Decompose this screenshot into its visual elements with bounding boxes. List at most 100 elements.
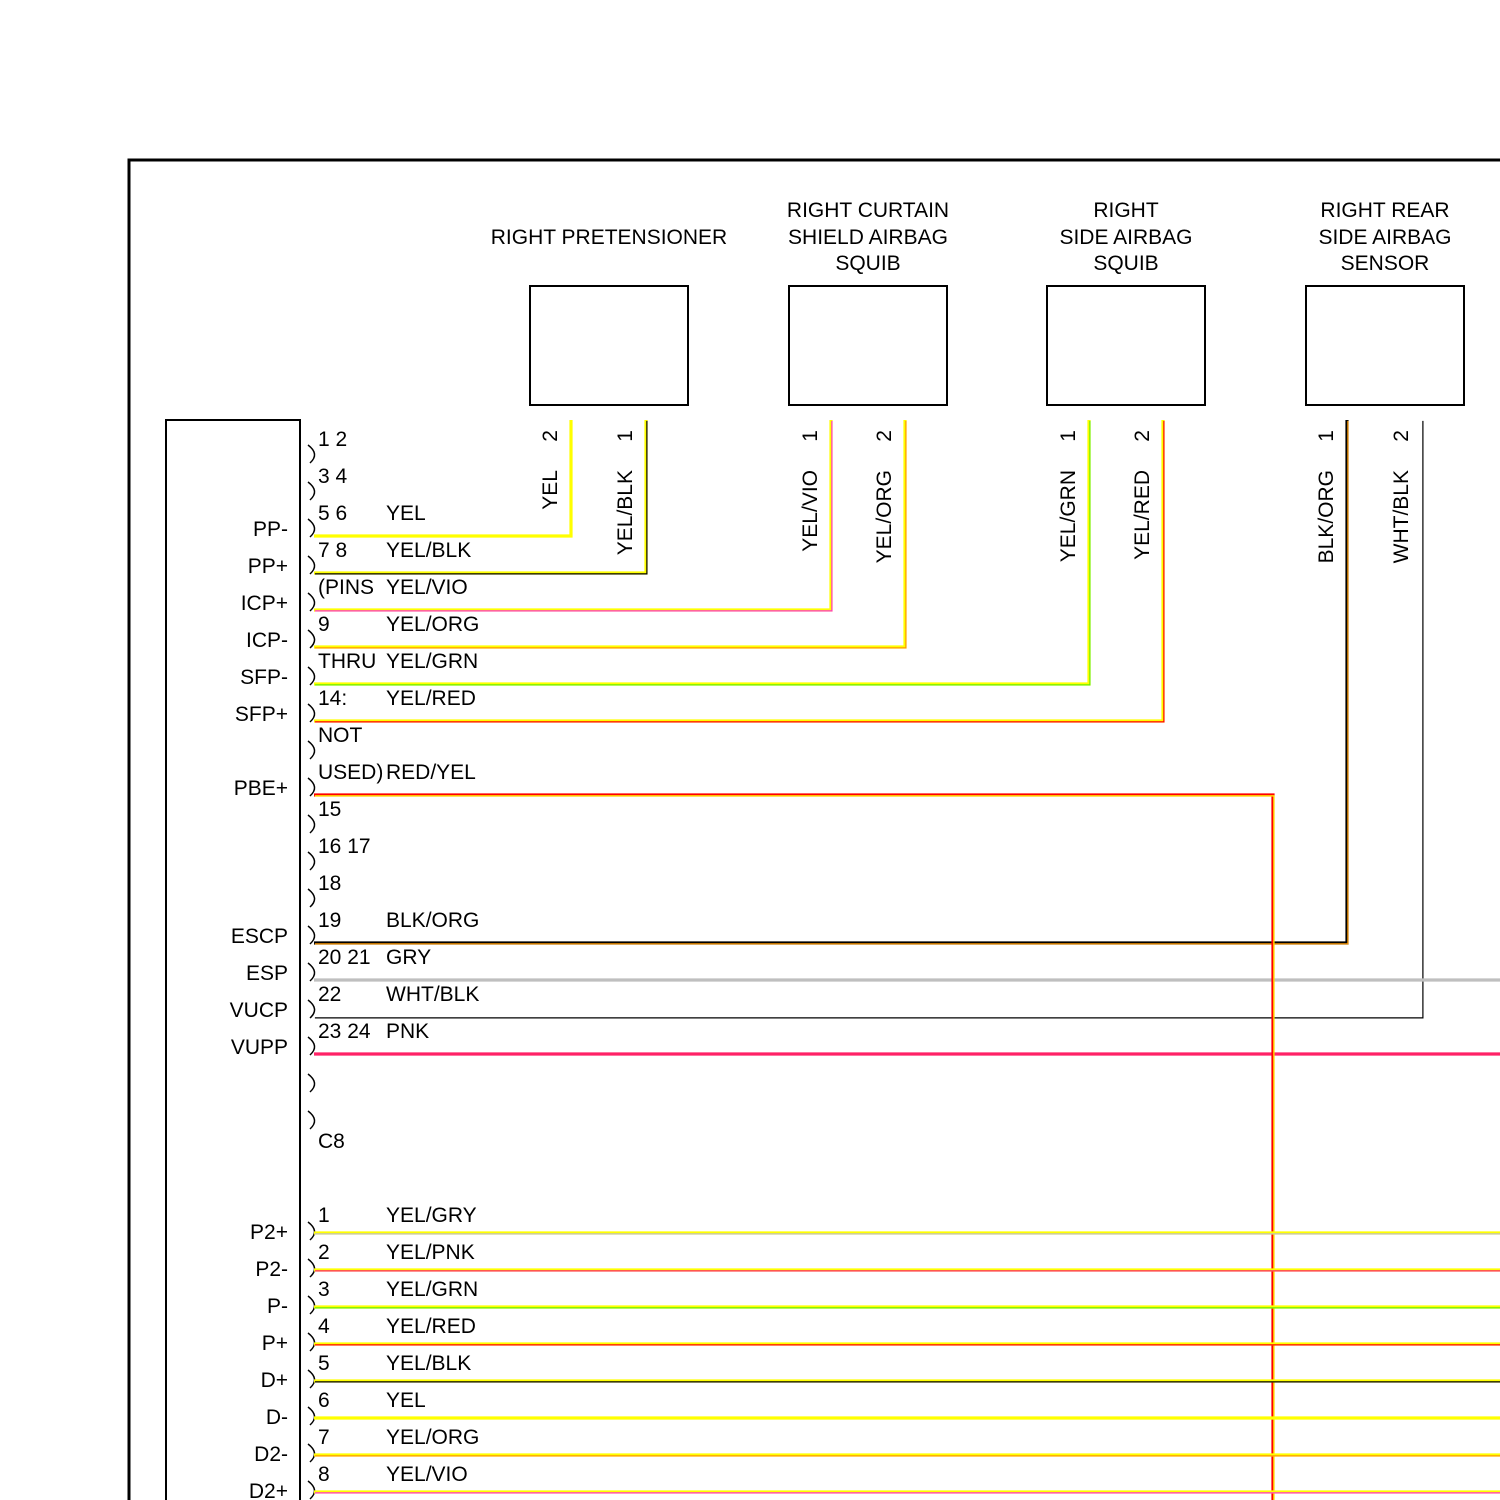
component-title-right-curtain-shield-airbag-squib: SQUIB	[835, 252, 900, 275]
component-title-right-rear-side-airbag-sensor: SENSOR	[1341, 252, 1430, 275]
wire-color-label: YEL/VIO	[799, 470, 822, 552]
wire-lower-D2-	[314, 1455, 1500, 1456]
lower-pin-label: 4	[318, 1315, 330, 1338]
wire-lower-P-	[314, 1307, 1500, 1308]
wire-lower-D+	[314, 1381, 1500, 1382]
lower-wire-color-label: YEL/VIO	[386, 1463, 468, 1486]
wire-color-label: YEL/BLK	[614, 470, 637, 555]
lower-wire-color-label: YEL/ORG	[386, 1426, 479, 1449]
component-pin-number: 2	[1131, 430, 1154, 442]
connector-name-c8: C8	[318, 1130, 345, 1153]
lower-wire-color-label: YEL/PNK	[386, 1241, 475, 1264]
c8-signal-label: SFP+	[235, 703, 288, 726]
wire-lower-D2+	[314, 1492, 1500, 1493]
c8-pin-label: 3 4	[318, 465, 348, 488]
lower-wire-color-label: YEL	[386, 1389, 426, 1412]
lower-pin-label: 7	[318, 1426, 330, 1449]
wire-color-label: YEL/RED	[1131, 470, 1154, 560]
component-pin-number: 2	[1390, 430, 1413, 442]
lower-signal-label: P-	[267, 1295, 288, 1318]
lower-signal-label: D+	[261, 1369, 288, 1392]
c8-signal-label: VUPP	[231, 1036, 288, 1059]
c8-pin-label: (PINS	[318, 576, 374, 599]
wire-lower-P2-	[314, 1270, 1500, 1271]
lower-pin-label: 2	[318, 1241, 330, 1264]
lower-signal-label: D2+	[249, 1480, 288, 1500]
lower-signal-label: P2-	[255, 1258, 288, 1281]
c8-wire-color-label: YEL	[386, 502, 426, 525]
c8-pin-label: THRU	[318, 650, 376, 673]
c8-pin-label: 1 2	[318, 428, 347, 451]
c8-signal-label: VUCP	[230, 999, 288, 1022]
c8-signal-label: PP-	[253, 518, 288, 541]
wire-vupp	[314, 1054, 1500, 1055]
component-title-right-side-airbag-squib: RIGHT	[1093, 199, 1159, 222]
wire-color-label: YEL/ORG	[873, 470, 896, 563]
component-title-right-pretensioner: RIGHT PRETENSIONER	[491, 226, 727, 249]
c8-pin-label: 18	[318, 872, 341, 895]
c8-wire-color-label: WHT/BLK	[386, 983, 479, 1006]
component-pin-number: 2	[873, 430, 896, 442]
lower-pin-label: 1	[318, 1204, 330, 1227]
component-title-right-rear-side-airbag-sensor: RIGHT REAR	[1320, 199, 1449, 222]
c8-wire-color-label: RED/YEL	[386, 761, 476, 784]
c8-pin-label: 14:	[318, 687, 347, 710]
component-title-right-side-airbag-squib: SQUIB	[1093, 252, 1158, 275]
lower-wire-color-label: YEL/BLK	[386, 1352, 471, 1375]
wire-color-label: YEL/GRN	[1057, 470, 1080, 562]
c8-wire-color-label: YEL/BLK	[386, 539, 471, 562]
lower-wire-color-label: YEL/RED	[386, 1315, 476, 1338]
c8-pin-label: USED)	[318, 761, 383, 784]
c8-signal-label: PP+	[248, 555, 288, 578]
component-pin-number: 1	[1057, 430, 1080, 442]
wire-esp	[314, 980, 1500, 981]
c8-signal-label: ESP	[246, 962, 288, 985]
component-box-right-curtain-shield-airbag-squib	[789, 286, 947, 405]
lower-signal-label: P+	[262, 1332, 288, 1355]
component-title-right-curtain-shield-airbag-squib: RIGHT CURTAIN	[787, 199, 949, 222]
c8-pin-label: 22	[318, 983, 341, 1006]
lower-signal-label: P2+	[250, 1221, 288, 1244]
component-pin-number: 2	[539, 430, 562, 442]
wire-color-label: YEL	[539, 470, 562, 510]
c8-pin-label: 7 8	[318, 539, 347, 562]
component-title-right-rear-side-airbag-sensor: SIDE AIRBAG	[1318, 226, 1451, 249]
c8-pin-label: 15	[318, 798, 341, 821]
wire-lower-P+	[314, 1344, 1500, 1345]
wire-lower-D-	[314, 1418, 1500, 1419]
c8-signal-label: PBE+	[234, 777, 288, 800]
c8-wire-color-label: YEL/GRN	[386, 650, 478, 673]
c8-wire-color-label: PNK	[386, 1020, 429, 1043]
lower-pin-label: 8	[318, 1463, 330, 1486]
c8-pin-label: 20 21	[318, 946, 371, 969]
c8-signal-label: SFP-	[240, 666, 288, 689]
c8-wire-color-label: YEL/ORG	[386, 613, 479, 636]
c8-wire-color-label: BLK/ORG	[386, 909, 479, 932]
c8-pin-label: 5 6	[318, 502, 347, 525]
lower-signal-label: D-	[266, 1406, 288, 1429]
component-title-right-curtain-shield-airbag-squib: SHIELD AIRBAG	[788, 226, 948, 249]
c8-signal-label: ICP+	[241, 592, 288, 615]
component-box-right-side-airbag-squib	[1047, 286, 1205, 405]
c8-pin-label: 19	[318, 909, 341, 932]
c8-wire-color-label: YEL/VIO	[386, 576, 468, 599]
lower-pin-label: 5	[318, 1352, 330, 1375]
lower-wire-color-label: YEL/GRN	[386, 1278, 478, 1301]
wire-lower-P2+	[314, 1233, 1500, 1234]
component-pin-number: 1	[614, 430, 637, 442]
wire-color-label: WHT/BLK	[1390, 470, 1413, 563]
c8-wire-color-label: GRY	[386, 946, 431, 969]
c8-pin-label: 16 17	[318, 835, 371, 858]
wire-color-label: BLK/ORG	[1315, 470, 1338, 563]
c8-pin-label: 9	[318, 613, 330, 636]
component-box-right-rear-side-airbag-sensor	[1306, 286, 1464, 405]
lower-pin-label: 6	[318, 1389, 330, 1412]
c8-signal-label: ICP-	[246, 629, 288, 652]
lower-pin-label: 3	[318, 1278, 330, 1301]
component-pin-number: 1	[799, 430, 822, 442]
component-pin-number: 1	[1315, 430, 1338, 442]
lower-wire-color-label: YEL/GRY	[386, 1204, 477, 1227]
c8-pin-label: 23 24	[318, 1020, 371, 1043]
